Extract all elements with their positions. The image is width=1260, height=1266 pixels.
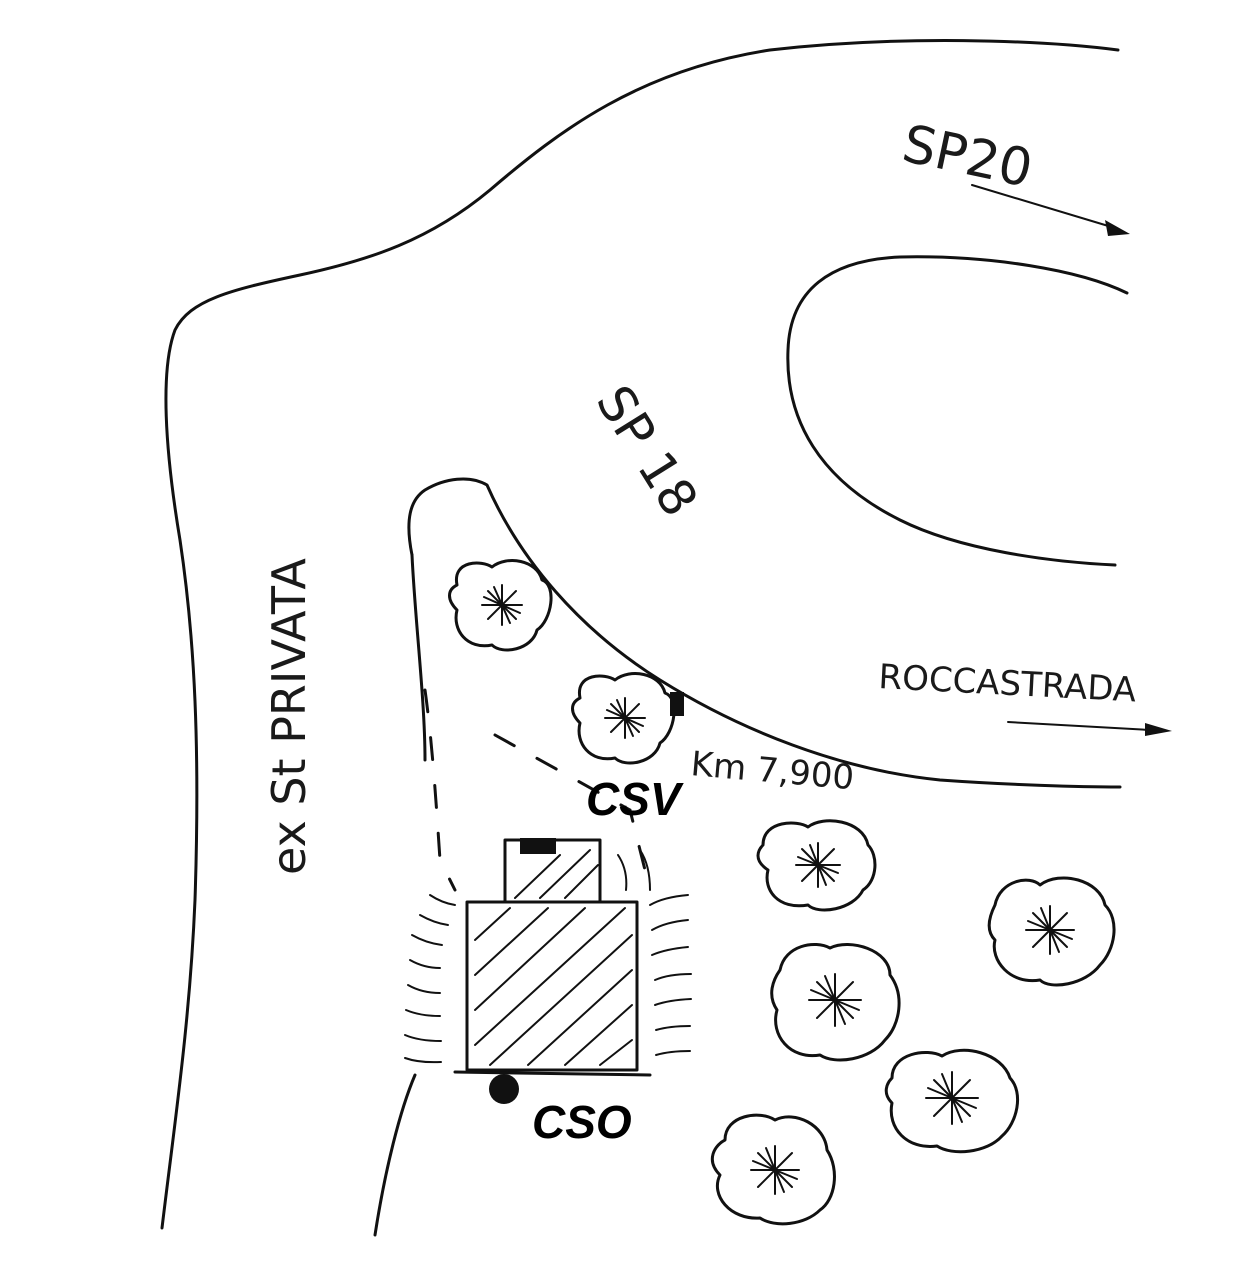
- tree-icon: [884, 1048, 1019, 1154]
- well-marker-icon: [489, 1074, 519, 1104]
- road-outer-edge: [160, 39, 1120, 1230]
- terrain-ticks-right: [617, 849, 692, 1056]
- tree-icon: [710, 1113, 836, 1226]
- tree-icon: [571, 672, 676, 765]
- terrain-ticks-left: [404, 894, 456, 1064]
- label-km-marker: Km 7,900: [689, 744, 855, 798]
- label-sp20: SP20: [897, 114, 1037, 200]
- label-sp18: SP 18: [585, 376, 709, 527]
- road-lower-curve: [407, 477, 1122, 789]
- tree-icon: [987, 876, 1116, 987]
- label-csv: CSV: [586, 773, 684, 825]
- private-road-edge: [410, 553, 427, 762]
- building-icon: [453, 838, 652, 1077]
- road-sign-icon: [670, 692, 684, 716]
- tree-icon: [770, 943, 901, 1062]
- label-cso: CSO: [532, 1096, 632, 1148]
- arrow-right-icon: [1007, 721, 1172, 736]
- label-private-road: ex St PRIVATA: [262, 558, 316, 875]
- dashed-path-diagonal: [493, 733, 647, 872]
- tree-icon: [448, 559, 553, 652]
- arrow-right-icon: [971, 184, 1130, 236]
- road-inner-bend: [786, 255, 1129, 567]
- road-south-edge: [373, 1073, 417, 1237]
- tree-icon: [756, 819, 877, 912]
- label-roccastrada: ROCCASTRADA: [878, 657, 1138, 710]
- dashed-path-west: [423, 688, 457, 892]
